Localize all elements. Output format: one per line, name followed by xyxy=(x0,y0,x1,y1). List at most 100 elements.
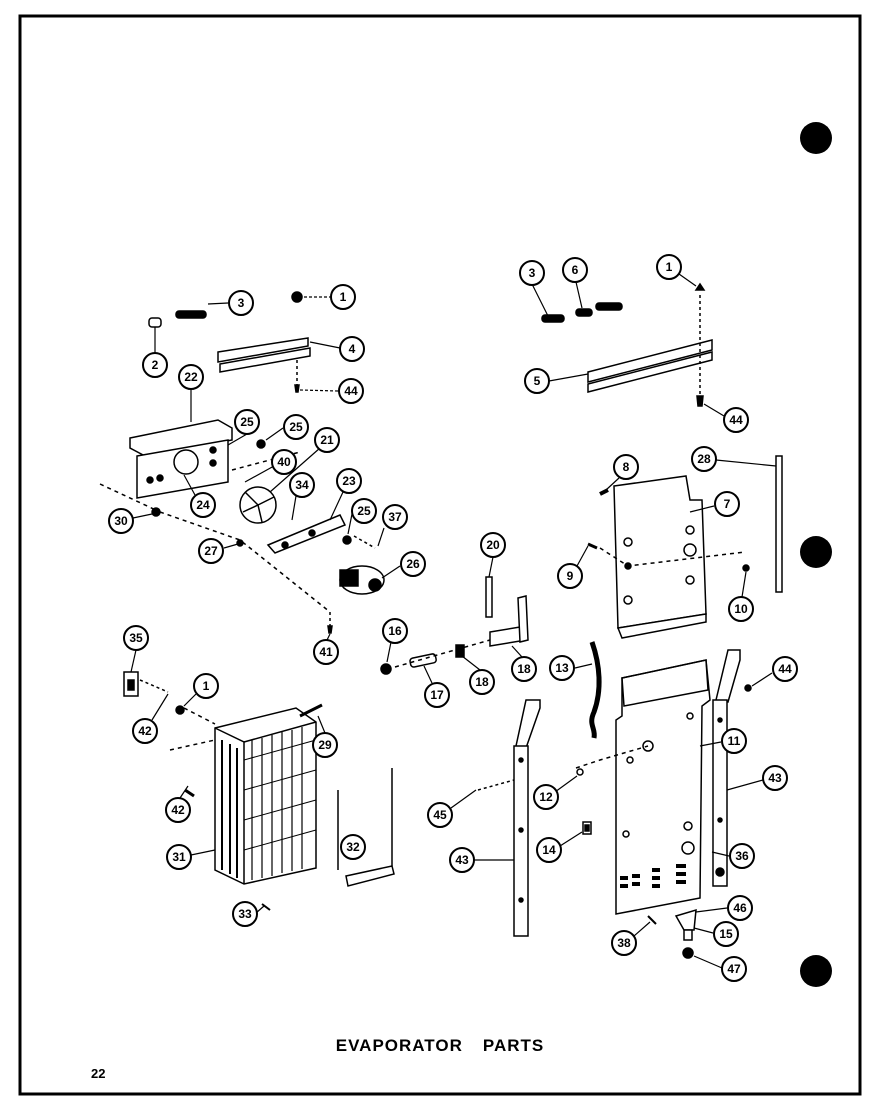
callout-lower-18b: 18 xyxy=(511,645,537,682)
callout-lower-46: 46 xyxy=(695,895,753,921)
callout-label: 2 xyxy=(152,358,159,372)
callout-label: 29 xyxy=(318,738,332,752)
callout-lower-1: 1 xyxy=(183,673,219,707)
callout-lower-33: 33 xyxy=(232,901,265,927)
callout-label: 9 xyxy=(567,569,574,583)
fan-assembly-group xyxy=(99,291,385,634)
callout-label: 21 xyxy=(320,433,334,447)
callout-left-37: 37 xyxy=(377,504,408,547)
callout-label: 31 xyxy=(172,850,186,864)
callout-left-21: 21 xyxy=(269,427,340,493)
binder-hole-middle xyxy=(800,536,832,568)
callout-left-40: 40 xyxy=(244,449,297,483)
callout-label: 28 xyxy=(697,452,711,466)
callout-label: 8 xyxy=(623,460,630,474)
callout-label: 3 xyxy=(238,296,245,310)
callout-left-23: 23 xyxy=(329,468,362,521)
part-bracket xyxy=(217,337,309,363)
part-motor-bracket xyxy=(266,514,347,554)
callout-label: 41 xyxy=(319,645,333,659)
callout-right-8: 8 xyxy=(605,454,639,491)
callout-left-24: 24 xyxy=(183,474,216,518)
part-side-rail-right xyxy=(715,649,741,703)
callout-lower-47: 47 xyxy=(693,955,747,982)
callout-left-41: 41 xyxy=(313,633,339,665)
callout-lower-35: 35 xyxy=(123,625,149,673)
part-standoff xyxy=(485,576,493,618)
title-word-1: EVAPORATOR xyxy=(335,1036,463,1055)
part-nut-right xyxy=(694,282,706,291)
callout-left-25b: 25 xyxy=(265,414,309,441)
callout-label: 17 xyxy=(430,688,444,702)
callout-label: 7 xyxy=(724,497,731,511)
callout-right-1: 1 xyxy=(656,254,697,287)
callout-left-4: 4 xyxy=(309,336,365,362)
callout-label: 24 xyxy=(196,498,210,512)
callout-label: 42 xyxy=(138,724,152,738)
callout-lower-36: 36 xyxy=(711,843,755,869)
callout-right-9: 9 xyxy=(557,545,589,589)
upper-right-group xyxy=(485,282,783,647)
callout-label: 22 xyxy=(184,370,198,384)
callout-left-25c: 25 xyxy=(347,498,377,535)
part-rod xyxy=(775,455,783,593)
callout-label: 27 xyxy=(204,544,218,558)
callout-left-22: 22 xyxy=(178,364,204,422)
callout-label: 32 xyxy=(346,840,360,854)
callout-label: 26 xyxy=(406,557,420,571)
callout-lower-11: 11 xyxy=(699,728,747,754)
callout-lower-16: 16 xyxy=(382,618,408,663)
callout-lower-12: 12 xyxy=(533,775,578,810)
callout-label: 42 xyxy=(171,803,185,817)
binder-hole-bottom xyxy=(800,955,832,987)
part-drain-hose xyxy=(589,641,602,739)
part-knob xyxy=(674,908,697,931)
part-drain-tube xyxy=(337,768,393,870)
callout-left-44: 44 xyxy=(299,378,364,404)
lower-group xyxy=(123,639,752,959)
callout-label: 23 xyxy=(342,474,356,488)
callout-label: 35 xyxy=(129,631,143,645)
callouts: 1 2 3 4 44 22 25 25 21 40 24 34 23 25 37… xyxy=(108,254,798,982)
callout-left-30: 30 xyxy=(108,508,153,534)
callout-label: 45 xyxy=(433,808,447,822)
part-evaporator-coil xyxy=(214,707,317,885)
callout-label: 44 xyxy=(729,413,743,427)
callout-left-25a: 25 xyxy=(227,409,260,446)
callout-left-3: 3 xyxy=(207,290,254,316)
callout-label: 1 xyxy=(203,679,210,693)
callout-right-20: 20 xyxy=(480,532,506,578)
callout-label: 25 xyxy=(357,504,371,518)
part-bushing xyxy=(148,317,162,328)
binder-hole-top xyxy=(800,122,832,154)
callout-label: 12 xyxy=(539,790,553,804)
callout-lower-13: 13 xyxy=(549,655,593,681)
callout-left-1: 1 xyxy=(304,284,356,310)
callout-right-7: 7 xyxy=(689,491,740,517)
callout-lower-42b: 42 xyxy=(165,785,191,823)
callout-lower-18a: 18 xyxy=(461,655,495,695)
part-long-bracket xyxy=(587,339,713,383)
callout-right-10: 10 xyxy=(728,571,754,622)
callout-right-44: 44 xyxy=(703,403,749,433)
callout-lower-29: 29 xyxy=(312,715,338,758)
callout-label: 1 xyxy=(666,260,673,274)
callout-label: 30 xyxy=(114,514,128,528)
callout-label: 40 xyxy=(277,455,291,469)
callout-label: 20 xyxy=(486,538,500,552)
part-pin-right xyxy=(541,314,565,323)
callout-lower-31: 31 xyxy=(166,844,216,870)
callout-label: 46 xyxy=(733,901,747,915)
callout-left-34: 34 xyxy=(289,472,315,521)
callout-label: 14 xyxy=(542,843,556,857)
callout-lower-43b: 43 xyxy=(449,847,514,873)
page-number: 22 xyxy=(91,1066,106,1081)
callout-label: 1 xyxy=(340,290,347,304)
callout-label: 38 xyxy=(617,936,631,950)
callout-label: 44 xyxy=(344,384,358,398)
part-grommet xyxy=(380,663,392,675)
callout-lower-17: 17 xyxy=(423,665,450,708)
callout-lower-45: 45 xyxy=(427,789,477,828)
